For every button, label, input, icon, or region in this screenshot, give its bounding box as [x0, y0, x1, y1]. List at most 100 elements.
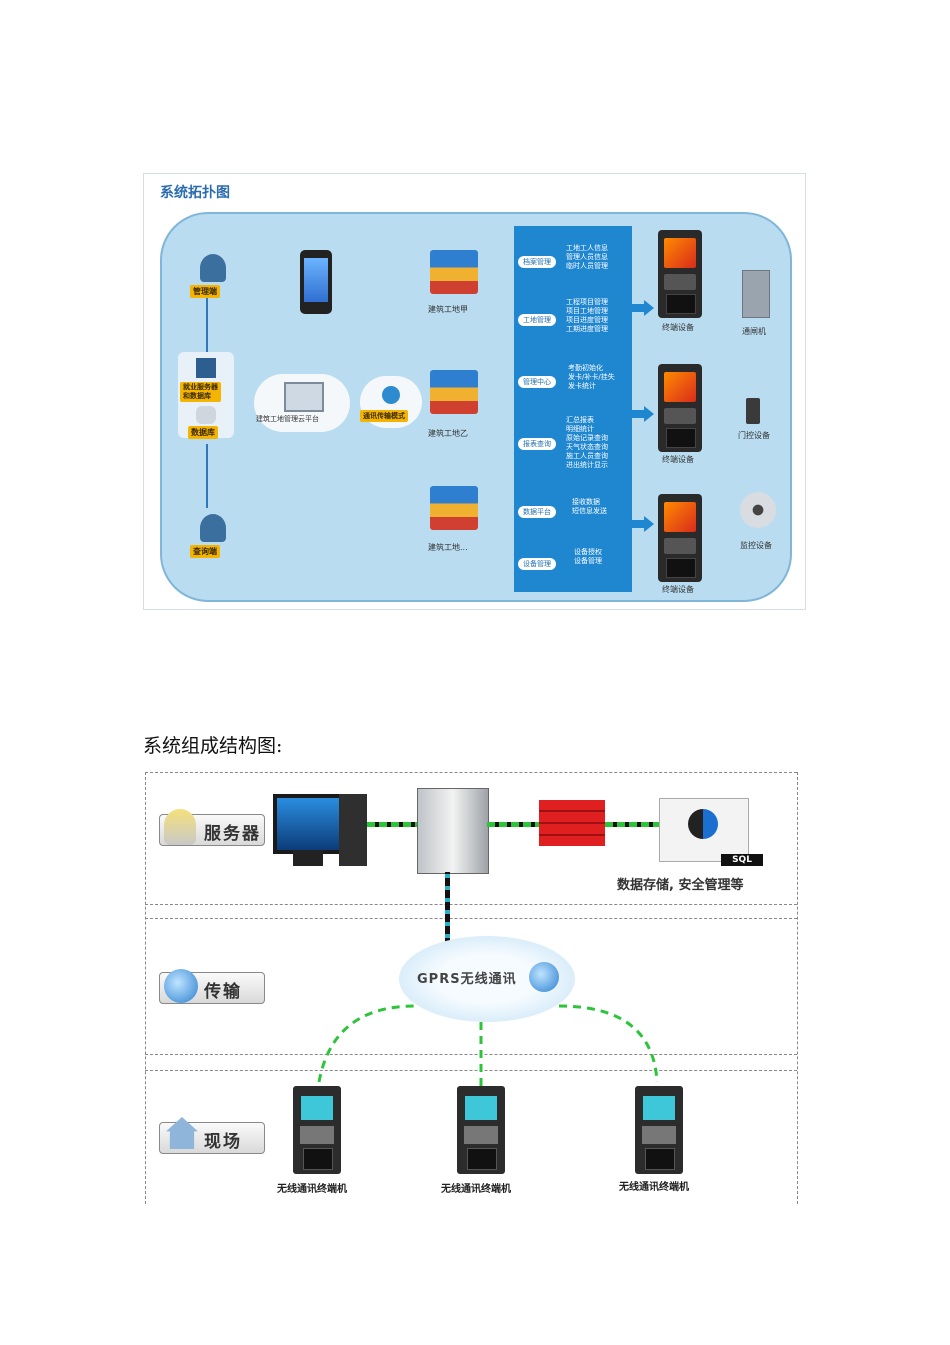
- module-archive-items: 工地工人信息 管理人员信息 临时人员管理: [566, 244, 608, 270]
- terminal-device-3: [658, 494, 702, 582]
- module-report-items: 汇总报表 明细统计 原始记录查询 天气状态查询 施工人员查询 进出统计显示: [566, 416, 608, 469]
- composition-caption: 系统组成结构图:: [143, 735, 283, 757]
- gprs-cloud: GPRS无线通讯: [399, 936, 575, 1022]
- site-c-label: 建筑工地...: [428, 543, 468, 552]
- server-icon: [417, 788, 489, 874]
- globe-icon: [382, 386, 400, 404]
- gate-label: 通闸机: [742, 327, 766, 336]
- module-data-items: 接收数据 短信息发送: [572, 498, 607, 515]
- admin-link: [206, 298, 208, 354]
- server-icon: [196, 358, 216, 378]
- door-label: 门控设备: [738, 431, 770, 440]
- database-label: 数据库: [188, 426, 218, 439]
- frame-top: [145, 772, 797, 773]
- module-column: 档案管理 工地工人信息 管理人员信息 临时人员管理 工地管理 工程项目管理 项目…: [514, 226, 632, 592]
- arrow-1: [632, 304, 644, 312]
- module-center: 管理中心: [518, 376, 556, 388]
- site-c-icon: [430, 486, 478, 530]
- module-center-items: 考勤初始化 发卡/补卡/挂失 发卡统计: [568, 364, 615, 390]
- query-link: [206, 444, 208, 508]
- computer-icon: [284, 382, 324, 412]
- site-a-label: 建筑工地甲: [428, 305, 468, 314]
- server-group: 就业服务器 和数据库 数据库: [178, 352, 234, 439]
- comm-label: 通讯传输模式: [360, 410, 408, 422]
- terminal-label-3: 终端设备: [662, 585, 694, 594]
- firewall-icon: [539, 800, 605, 846]
- band-divider-1b: [145, 918, 797, 919]
- database-icon: [196, 406, 216, 424]
- site-b-icon: [430, 370, 478, 414]
- band-server-label: 服务器: [204, 824, 261, 844]
- camera-icon: [740, 492, 776, 528]
- module-report: 报表查询: [518, 438, 556, 450]
- link-vertical: [445, 872, 450, 946]
- wireless-terminal-2: [457, 1086, 505, 1174]
- globe-icon: [529, 962, 559, 992]
- module-data: 数据平台: [518, 506, 556, 518]
- band-site: 现场: [159, 1117, 265, 1154]
- arrow-2: [632, 410, 644, 418]
- wireless-terminal-1: [293, 1086, 341, 1174]
- database-icon: [164, 809, 196, 845]
- link-1: [367, 822, 417, 827]
- storage-text: 数据存储, 安全管理等: [617, 878, 744, 893]
- terminal-label-1: 终端设备: [662, 323, 694, 332]
- band-transport: 传输: [159, 969, 265, 1004]
- site-b-label: 建筑工地乙: [428, 429, 468, 438]
- globe-icon: [164, 969, 198, 1003]
- link-2: [487, 822, 539, 827]
- band-divider-2b: [145, 1070, 797, 1071]
- camera-label: 监控设备: [740, 541, 772, 550]
- platform-cloud: 建筑工地管理云平台: [254, 374, 350, 432]
- link-3: [605, 822, 659, 827]
- topology-panel: 管理端 就业服务器 和数据库 数据库 查询端 建筑工地管理云平台 通讯传输模式 …: [160, 212, 792, 602]
- composition-figure: 服务器 传输 现场 SQL 数据存储, 安全管理等 GPRS无线通讯 无线通讯终…: [143, 770, 801, 1206]
- sql-badge: SQL: [721, 854, 763, 866]
- wireless-link-right: [558, 1004, 659, 1083]
- admin-label: 管理端: [190, 285, 220, 298]
- monitor-icon: [273, 794, 347, 854]
- band-transport-label: 传输: [204, 982, 242, 1002]
- wireless-terminal-3: [635, 1086, 683, 1174]
- module-device-items: 设备授权 设备管理: [574, 548, 602, 565]
- platform-label: 建筑工地管理云平台: [256, 415, 319, 423]
- arrow-2-head: [644, 406, 654, 422]
- gate-icon: [742, 270, 770, 318]
- sql-database-icon: [659, 798, 749, 862]
- module-device: 设备管理: [518, 558, 556, 570]
- wireless-links: [317, 1004, 659, 1086]
- wireless-link-left: [317, 1004, 416, 1083]
- terminal-label-2: 无线通讯终端机: [441, 1184, 511, 1195]
- topology-figure: 系统拓扑图 管理端 就业服务器 和数据库 数据库 查询端 建筑工地管理云平台 通…: [143, 173, 806, 610]
- band-server: 服务器: [159, 809, 265, 846]
- cloud-text: GPRS无线通讯: [417, 972, 517, 987]
- arrow-3: [632, 520, 644, 528]
- arrow-1-head: [644, 300, 654, 316]
- frame-left: [145, 772, 146, 1204]
- comm-cloud: 通讯传输模式: [360, 376, 422, 428]
- topology-title: 系统拓扑图: [160, 185, 230, 201]
- smartphone-icon: [300, 250, 332, 314]
- band-site-label: 现场: [204, 1132, 242, 1152]
- pc-tower-icon: [339, 794, 367, 866]
- module-site-items: 工程项目管理 项目工地管理 项目进度管理 工期进度管理: [566, 298, 608, 333]
- terminal-device-1: [658, 230, 702, 318]
- module-archive: 档案管理: [518, 256, 556, 268]
- frame-right: [797, 772, 798, 1204]
- terminal-label-2: 终端设备: [662, 455, 694, 464]
- monitor-stand: [293, 850, 323, 866]
- arrow-3-head: [644, 516, 654, 532]
- query-person-icon: [200, 514, 226, 542]
- terminal-label-3: 无线通讯终端机: [619, 1182, 689, 1193]
- door-control-icon: [746, 398, 760, 424]
- band-divider-1: [145, 904, 797, 905]
- site-a-icon: [430, 250, 478, 294]
- band-divider-2: [145, 1054, 797, 1055]
- admin-person-icon: [200, 254, 226, 282]
- module-site: 工地管理: [518, 314, 556, 326]
- sql-logo-icon: [688, 809, 718, 839]
- terminal-device-2: [658, 364, 702, 452]
- server-label: 就业服务器 和数据库: [180, 382, 221, 402]
- terminal-label-1: 无线通讯终端机: [277, 1184, 347, 1195]
- query-label: 查询端: [190, 545, 220, 558]
